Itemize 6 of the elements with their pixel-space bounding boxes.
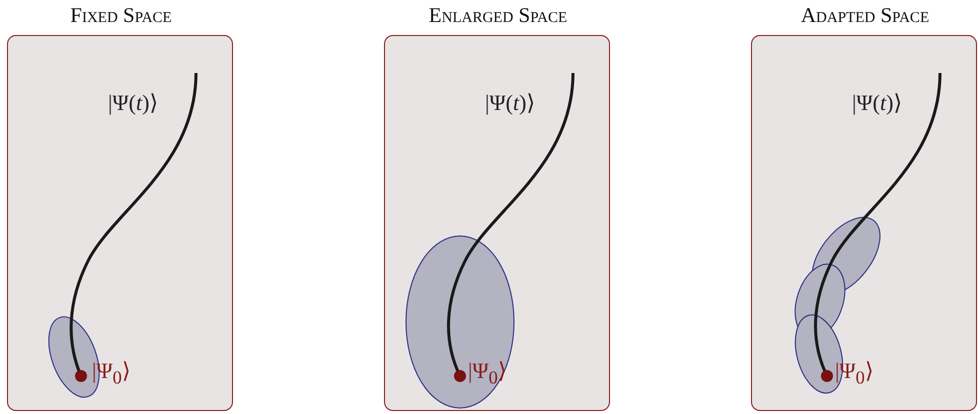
state-label: |Ψ(t)⟩ xyxy=(485,90,536,116)
panel-title: Fixed Space xyxy=(69,3,173,28)
state-label: |Ψ(t)⟩ xyxy=(852,90,902,116)
state-label: |Ψ(t)⟩ xyxy=(108,90,158,116)
panel-title: Adapted Space xyxy=(800,3,930,28)
panel-title: Enlarged Space xyxy=(428,3,568,28)
